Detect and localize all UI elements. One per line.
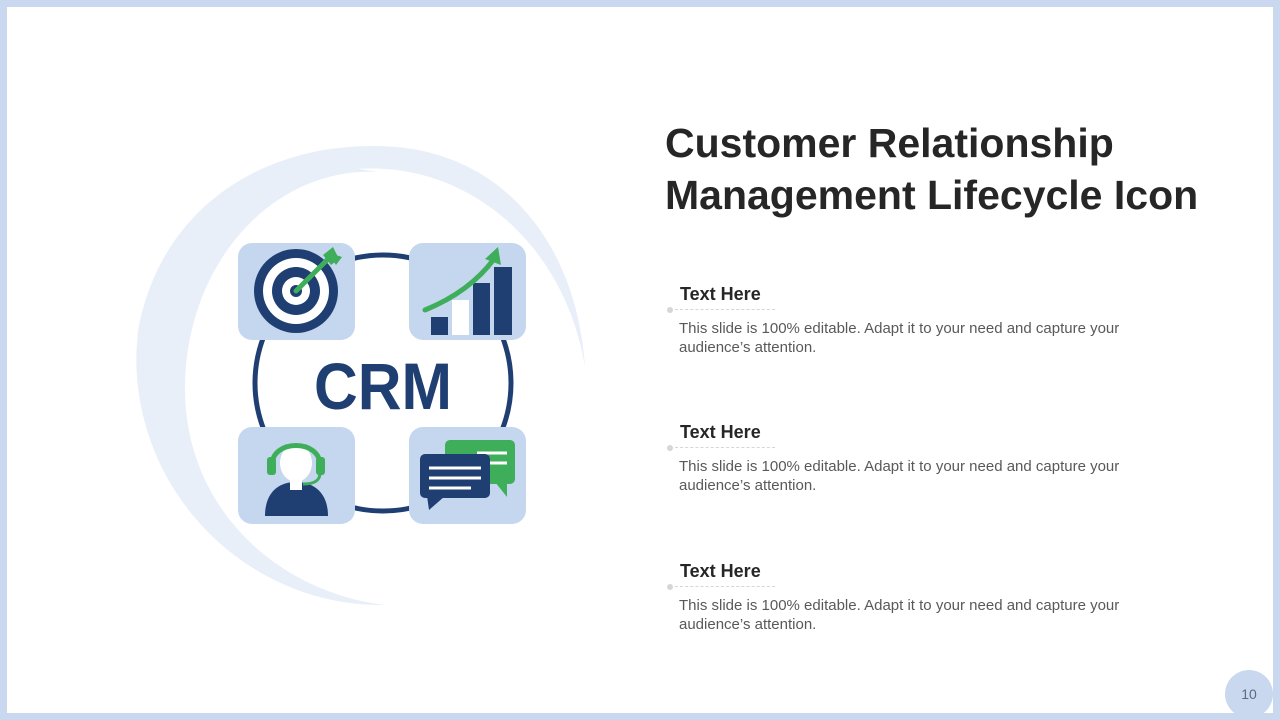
text-item-2: Text Here This slide is 100% editable. A… bbox=[667, 421, 1147, 495]
item-heading: Text Here bbox=[680, 284, 761, 304]
crm-illustration: CRM bbox=[136, 146, 585, 606]
slide-title: Customer Relationship Management Lifecyc… bbox=[665, 120, 1199, 218]
item-heading: Text Here bbox=[680, 422, 761, 442]
chat-bubbles-icon bbox=[420, 440, 515, 510]
item-body: This slide is 100% editable. Adapt it to… bbox=[679, 320, 1120, 356]
item-divider bbox=[667, 445, 1147, 451]
text-item-1: Text Here This slide is 100% editable. A… bbox=[667, 283, 1147, 357]
growth-chart-icon bbox=[422, 247, 512, 335]
text-item-3: Text Here This slide is 100% editable. A… bbox=[667, 560, 1147, 634]
item-divider bbox=[667, 584, 1147, 590]
crm-ring bbox=[252, 252, 514, 514]
item-heading: Text Here bbox=[680, 561, 761, 581]
target-icon bbox=[254, 247, 342, 333]
slide: CRM Customer Relationship Management Lif… bbox=[7, 7, 1273, 713]
crm-label: CRM bbox=[314, 349, 452, 423]
item-body: This slide is 100% editable. Adapt it to… bbox=[679, 458, 1120, 494]
page-number: 10 bbox=[1225, 670, 1273, 713]
item-divider bbox=[667, 307, 1147, 313]
decorative-swoosh bbox=[136, 167, 385, 606]
customer-support-icon bbox=[265, 443, 328, 516]
item-body: This slide is 100% editable. Adapt it to… bbox=[679, 597, 1120, 633]
